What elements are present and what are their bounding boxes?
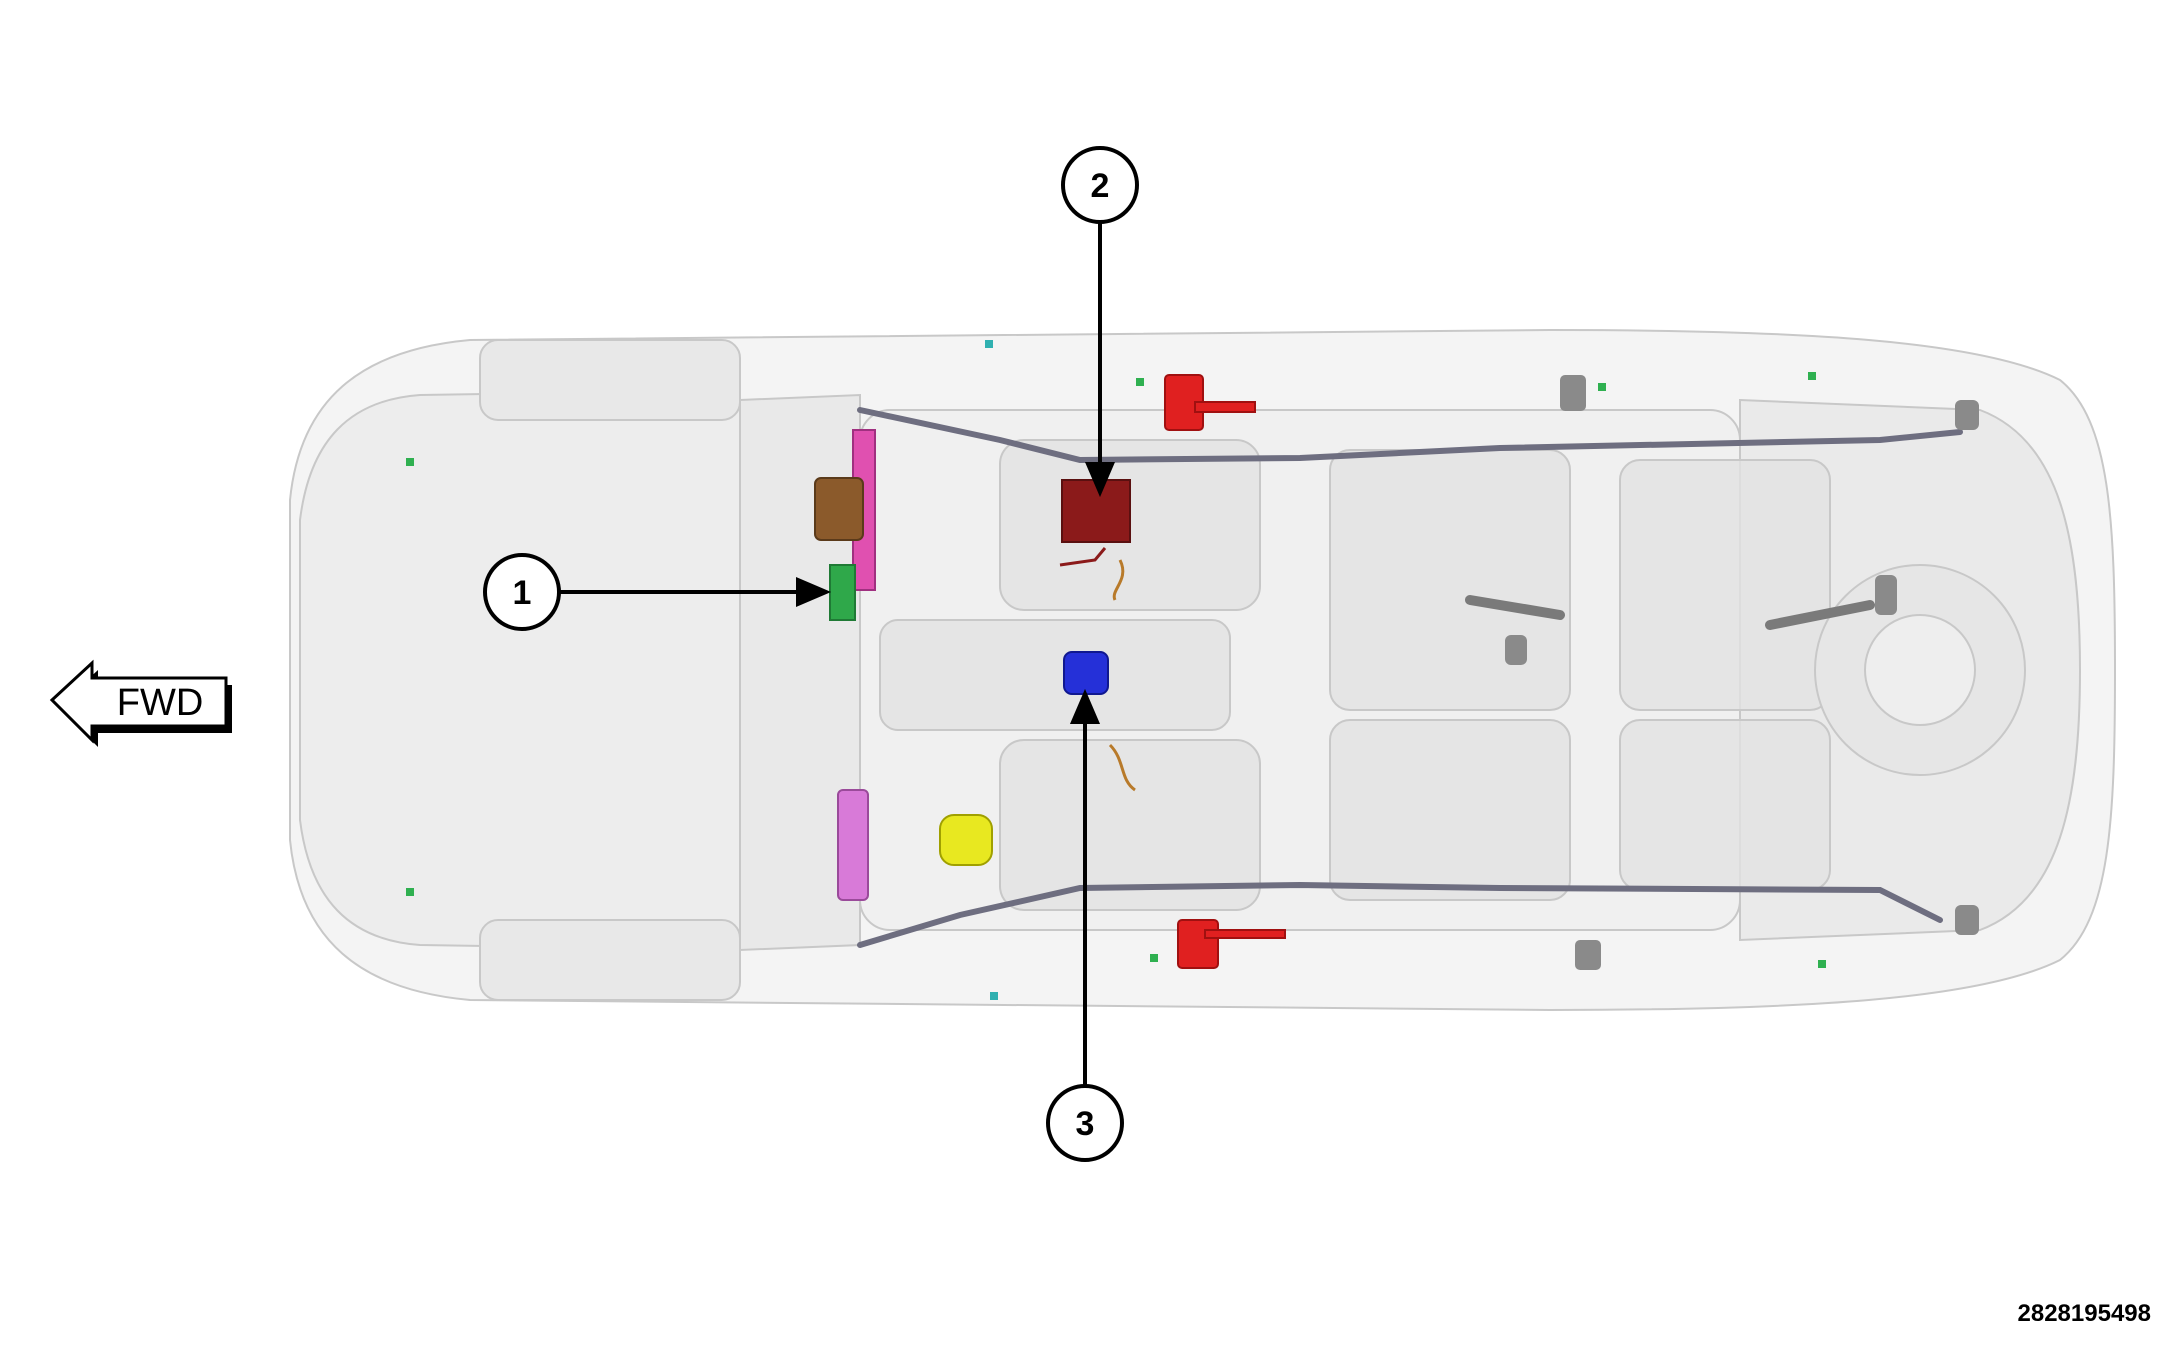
seats	[879, 439, 1831, 911]
callout-1: 1	[483, 553, 561, 631]
belt-webbing	[1465, 595, 1875, 630]
front-right-lamp	[479, 919, 741, 1001]
callout-2-label: 2	[1091, 167, 1110, 205]
callout-3-label: 3	[1076, 1105, 1095, 1143]
teal-sensors	[985, 340, 998, 1000]
component-2-module	[1061, 479, 1131, 543]
side-harnesses	[857, 407, 1963, 948]
component-1-green-connector	[829, 564, 856, 621]
callout-leaders	[560, 215, 1116, 1088]
callout-1-label: 1	[513, 574, 532, 612]
yellow-module	[939, 814, 993, 866]
impact-sensors	[406, 372, 1826, 968]
callout-2: 2	[1061, 146, 1139, 224]
red-seat-parts	[1164, 374, 1286, 969]
seat-belt-retractors	[1505, 375, 1979, 970]
right-curtain-harness	[857, 881, 1943, 948]
forward-arrow-label: FWD	[117, 682, 204, 724]
component-1	[814, 429, 876, 621]
arrowhead-2	[1084, 462, 1116, 498]
arrowhead-3	[1069, 688, 1101, 724]
vehicle-body	[289, 328, 2117, 1012]
forward-arrow-shape	[49, 659, 228, 744]
component-3-module	[1063, 651, 1109, 695]
left-curtain-harness	[857, 407, 1963, 464]
forward-direction-arrow: FWD	[49, 659, 232, 747]
front-left-lamp	[479, 339, 741, 421]
figure-id: 2828195498	[2017, 1300, 2151, 1327]
component-2	[1059, 479, 1131, 601]
arrowhead-1	[796, 576, 832, 608]
callout-3: 3	[1046, 1084, 1124, 1162]
violet-module	[837, 789, 869, 901]
component-1-brown-module	[814, 477, 864, 541]
hood	[299, 388, 741, 952]
